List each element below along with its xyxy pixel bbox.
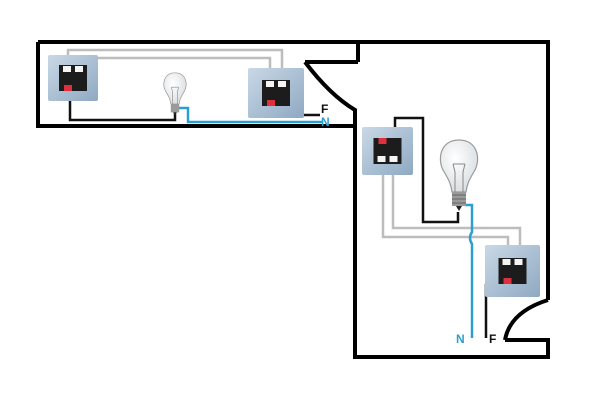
label-room1-phase: F xyxy=(321,102,328,116)
terminal-white xyxy=(266,81,274,87)
switch-room2-top xyxy=(362,127,413,175)
phase-wires xyxy=(68,95,514,338)
label-room2-neutral: N xyxy=(456,332,465,346)
terminal-white xyxy=(514,259,523,265)
terminal-red xyxy=(267,100,275,106)
walls xyxy=(36,40,550,359)
terminal-white xyxy=(377,156,386,162)
bulb-room2 xyxy=(439,139,479,211)
wall-outline-right-room xyxy=(358,40,550,300)
terminal-red xyxy=(503,278,512,284)
terminal-red xyxy=(378,138,387,144)
switch-room1-right xyxy=(248,68,304,118)
terminal-red xyxy=(64,85,72,91)
switch-room2-bottom xyxy=(485,245,540,297)
label-room2-phase: F xyxy=(489,332,496,346)
label-room1-neutral: N xyxy=(321,115,330,129)
terminal-white xyxy=(278,81,286,87)
bulb-room1 xyxy=(163,72,187,116)
door-arc-top xyxy=(303,60,358,126)
terminal-white xyxy=(389,156,398,162)
terminal-white xyxy=(502,259,511,265)
terminal-white xyxy=(63,66,71,72)
terminal-white xyxy=(75,66,83,72)
neutral-wires xyxy=(178,106,474,338)
door-arc-bottom xyxy=(503,298,549,341)
switch-room1-left xyxy=(48,55,98,101)
